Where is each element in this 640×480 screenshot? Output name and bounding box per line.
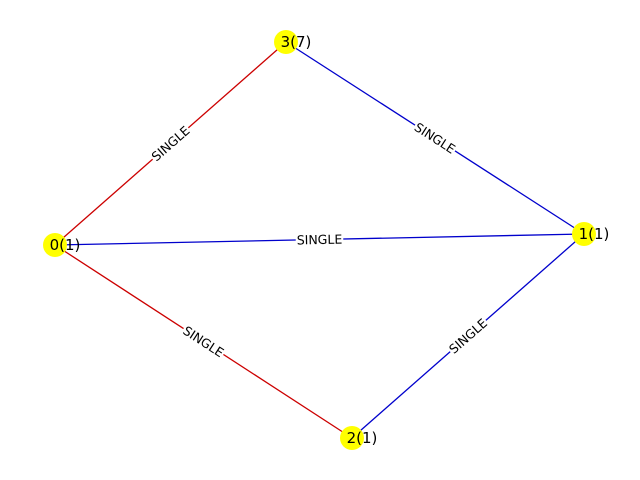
node-circle xyxy=(43,233,67,257)
node-label: 1(1) xyxy=(579,225,610,243)
edge-label-0-3: SINGLE xyxy=(148,123,193,164)
node-label: 3(7) xyxy=(281,33,312,51)
node-2: 2(1) xyxy=(340,426,377,450)
edge-label-text: SINGLE xyxy=(180,323,226,360)
edge-label-0-1: SINGLE xyxy=(295,232,344,248)
edge-label-3-1: SINGLE xyxy=(411,119,459,157)
nodes-layer: 0(1) 1(1) 2(1) 3(7) xyxy=(43,30,609,450)
edge-label-text: SINGLE xyxy=(297,232,343,248)
edge-label-background xyxy=(411,120,459,156)
edge-labels-layer: SINGLE SINGLE SINGLE SINGLE SINGLE xyxy=(148,119,490,360)
edge-label-text: SINGLE xyxy=(412,119,458,156)
edge-label-background xyxy=(148,123,193,164)
edge-label-0-2: SINGLE xyxy=(180,323,227,360)
node-3: 3(7) xyxy=(274,30,311,54)
node-circle xyxy=(572,222,596,246)
edge-label-background xyxy=(446,315,490,357)
node-circle xyxy=(274,30,298,54)
node-1: 1(1) xyxy=(572,222,609,246)
node-circle xyxy=(340,426,364,450)
node-label: 0(1) xyxy=(50,236,81,254)
edge-label-2-1: SINGLE xyxy=(446,315,490,357)
edge-label-background xyxy=(180,323,227,360)
node-label: 2(1) xyxy=(347,429,378,447)
edge-label-text: SINGLE xyxy=(148,123,192,164)
edge-label-background xyxy=(295,233,344,246)
edge-label-text: SINGLE xyxy=(446,315,490,356)
node-0: 0(1) xyxy=(43,233,80,257)
